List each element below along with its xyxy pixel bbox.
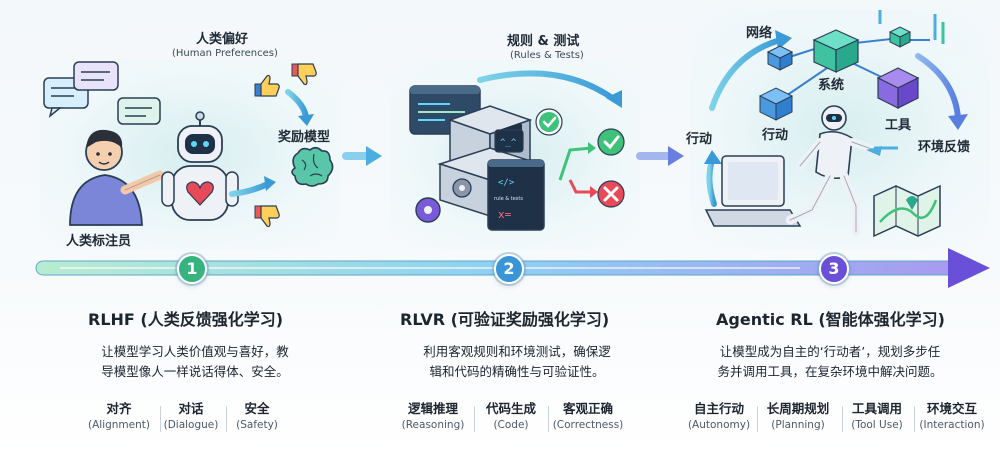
stage2-feature-code: 代码生成(Code) xyxy=(485,401,536,431)
network-label: 网络 xyxy=(746,26,773,41)
robot-stage1 xyxy=(161,111,239,221)
svg-text:</>: </> xyxy=(498,178,515,188)
environment-feedback-label: 环境反馈 xyxy=(918,140,971,155)
robot-stage3 xyxy=(785,105,898,237)
rules-tests-sublabel: (Rules & Tests) xyxy=(510,50,584,61)
stage1-feature-alignment: 对齐(Alignment) xyxy=(88,401,150,431)
illustration: </> rule & tests x= ^_^ xyxy=(43,10,968,238)
stage2-title: RLVR (可验证奖励强化学习) xyxy=(400,310,610,329)
stage2-desc-line1: 利用客观规则和环境测试，确保逻 xyxy=(423,344,611,359)
stage1-desc-line2: 导模型像人一样说话得体、安全。 xyxy=(101,364,289,379)
divider xyxy=(474,406,475,432)
action-label-mid: 行动 xyxy=(762,128,789,143)
timeline-node-2: 2 xyxy=(494,254,524,284)
cross-result-icon xyxy=(597,180,625,208)
tool-label: 工具 xyxy=(885,118,912,133)
thumbs-up-icon xyxy=(254,74,280,97)
divider xyxy=(226,406,227,432)
divider xyxy=(160,406,161,432)
brain-icon xyxy=(291,146,334,187)
svg-text:^_^: ^_^ xyxy=(500,138,517,148)
human-preferences-label: 人类偏好 xyxy=(196,32,249,47)
stage1-feature-safety: 安全(Safety) xyxy=(236,401,278,431)
timeline-node-1: 1 xyxy=(177,254,207,284)
map-icon xyxy=(873,184,941,238)
thumbs-down-icon xyxy=(291,63,317,86)
divider xyxy=(548,406,549,432)
human-preferences-sublabel: (Human Preferences) xyxy=(172,48,278,59)
stage2-desc-line2: 辑和代码的精确性与可验证性。 xyxy=(429,364,605,379)
stage1-feature-dialogue: 对话(Dialogue) xyxy=(163,401,219,431)
stage3-desc-line1: 让模型成为自主的‘行动者’，规划多步任 xyxy=(719,344,941,359)
divider xyxy=(757,406,758,432)
stage3-description: 让模型成为自主的‘行动者’，规划多步任 务并调用工具，在复杂环境中解决问题。 xyxy=(680,342,980,382)
reward-model-label: 奖励模型 xyxy=(278,130,331,145)
divider xyxy=(842,406,843,432)
stage2-feature-correctness: 客观正确(Correctness) xyxy=(552,401,624,431)
stage3-feature-tool-use: 工具调用(Tool Use) xyxy=(851,401,903,431)
svg-text:x=: x= xyxy=(498,208,512,221)
stage1-desc-line1: 让模型学习人类价值观与喜好，教 xyxy=(101,344,289,359)
stage1-title: RLHF (人类反馈强化学习) xyxy=(88,310,284,329)
divider xyxy=(914,406,915,432)
monitor-icon xyxy=(704,155,802,227)
check-result-icon xyxy=(597,128,625,156)
timeline-node-3: 3 xyxy=(819,254,849,284)
system-label: 系统 xyxy=(818,78,845,93)
code-server-stack: </> rule & tests x= ^_^ xyxy=(409,85,545,231)
stage2-feature-reasoning: 逻辑推理(Reasoning) xyxy=(401,401,465,431)
stage2-description: 利用客观规则和环境测试，确保逻 辑和代码的精确性与可验证性。 xyxy=(376,342,658,382)
network-cubes xyxy=(758,10,945,121)
screen-caption: rule & tests xyxy=(494,196,523,202)
stage3-feature-planning: 长周期规划(Planning) xyxy=(766,401,830,431)
stage3-feature-autonomy: 自主行动(Autonomy) xyxy=(687,401,751,431)
annotator-label: 人类标注员 xyxy=(66,234,132,249)
check-icon xyxy=(535,108,563,136)
stage1-description: 让模型学习人类价值观与喜好，教 导模型像人一样说话得体、安全。 xyxy=(50,342,340,382)
human-annotator-figure xyxy=(43,61,165,226)
thumbs-down-icon-lower xyxy=(254,205,280,228)
stage3-desc-line2: 务并调用工具，在复杂环境中解决问题。 xyxy=(717,364,943,379)
stage3-feature-interaction: 环境交互(Interaction) xyxy=(919,401,985,431)
rules-tests-label: 规则 & 测试 xyxy=(507,34,580,49)
stage3-title: Agentic RL (智能体强化学习) xyxy=(716,310,945,329)
action-label-left: 行动 xyxy=(686,132,713,147)
